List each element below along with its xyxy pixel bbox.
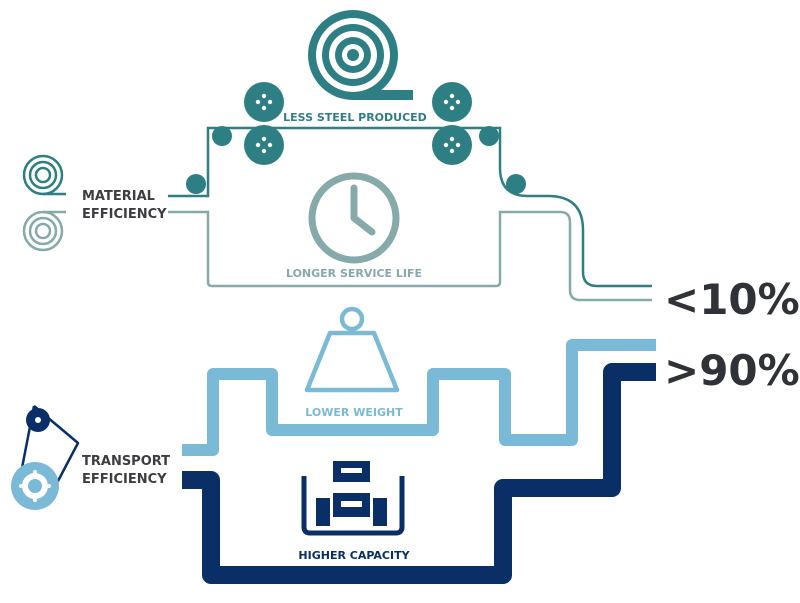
service-path-line bbox=[168, 210, 652, 302]
roller-icon bbox=[244, 125, 284, 165]
higher-capacity-label: HIGHER CAPACITY bbox=[298, 549, 410, 562]
capacity-path-line bbox=[182, 363, 656, 584]
small-roller-icon bbox=[212, 126, 232, 146]
material-share: <10% bbox=[664, 275, 800, 324]
material-label-line1: MATERIAL bbox=[82, 189, 155, 204]
coil-icon bbox=[22, 210, 66, 252]
clock-icon bbox=[308, 172, 400, 264]
longer-service-label: LONGER SERVICE LIFE bbox=[286, 267, 422, 280]
roller-icon bbox=[432, 82, 472, 122]
roller-icon bbox=[432, 125, 472, 165]
small-roller-icon bbox=[506, 174, 526, 194]
weight-icon bbox=[304, 306, 400, 393]
small-roller-icon bbox=[479, 126, 499, 146]
cargo-icon bbox=[301, 461, 405, 536]
pulley-icon bbox=[11, 405, 80, 510]
steel-path-line bbox=[168, 126, 652, 288]
material-label-line2: EFFICIENCY bbox=[82, 207, 167, 222]
transport-label-line2: EFFICIENCY bbox=[82, 472, 167, 487]
weight-path-line bbox=[182, 339, 656, 456]
transport-label-line1: TRANSPORT bbox=[82, 454, 170, 469]
steel-coil-icon bbox=[308, 10, 413, 100]
coil-icon bbox=[22, 154, 66, 196]
less-steel-label: LESS STEEL PRODUCED bbox=[283, 111, 427, 124]
small-roller-icon bbox=[186, 174, 206, 194]
lower-weight-label: LOWER WEIGHT bbox=[305, 406, 403, 419]
transport-share: >90% bbox=[664, 346, 800, 395]
roller-icon bbox=[244, 82, 284, 122]
